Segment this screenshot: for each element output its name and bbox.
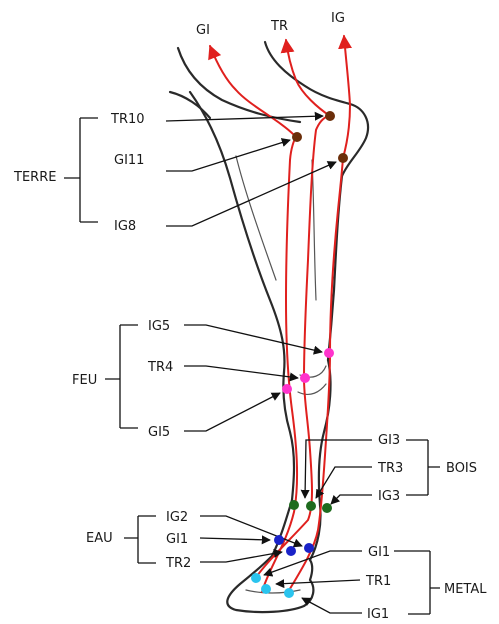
point-gi1-metal-label: GI1: [368, 545, 390, 560]
point-gi5-label: GI5: [148, 425, 170, 440]
point-gi1-metal-marker: [251, 573, 261, 583]
meridian-ig-label: IG: [331, 11, 345, 26]
point-gi5-marker: [282, 384, 292, 394]
group-eau: EAU IG2 GI1 TR2: [86, 510, 314, 571]
group-bois: GI3 TR3 IG3 BOIS: [289, 433, 477, 513]
point-tr3-label: TR3: [377, 461, 403, 476]
point-tr2-marker: [286, 546, 296, 556]
point-tr10-label: TR10: [110, 112, 145, 127]
group-terre: TERRE TR10 GI11 IG8: [13, 111, 348, 234]
point-gi1-eau-label: GI1: [166, 532, 188, 547]
point-gi3-marker: [289, 500, 299, 510]
point-ig5-marker: [324, 348, 334, 358]
group-metal-title: METAL: [444, 582, 487, 597]
limb-outline: [170, 42, 368, 612]
point-ig3-label: IG3: [378, 489, 400, 504]
meridian-gi-label: GI: [196, 23, 210, 38]
point-tr1-marker: [261, 584, 271, 594]
point-ig3-marker: [322, 503, 332, 513]
point-tr3-marker: [306, 501, 316, 511]
group-feu: FEU IG5 TR4 GI5: [72, 319, 334, 440]
group-eau-title: EAU: [86, 531, 113, 546]
point-ig2-label: IG2: [166, 510, 188, 525]
meridian-tr-label: TR: [270, 19, 288, 34]
meridian-gi-line: [210, 46, 297, 592]
point-tr2-label: TR2: [165, 556, 191, 571]
point-gi11-marker: [292, 132, 302, 142]
point-ig1-marker: [284, 588, 294, 598]
point-ig8-label: IG8: [114, 219, 136, 234]
group-terre-title: TERRE: [13, 170, 56, 185]
point-gi3-label: GI3: [378, 433, 400, 448]
point-ig1-label: IG1: [367, 607, 389, 622]
point-gi1-eau-marker: [274, 535, 284, 545]
point-ig8-marker: [338, 153, 348, 163]
point-ig2-marker: [304, 543, 314, 553]
point-tr4-marker: [300, 373, 310, 383]
group-bois-title: BOIS: [446, 461, 477, 476]
point-ig5-label: IG5: [148, 319, 170, 334]
point-tr4-label: TR4: [147, 360, 173, 375]
point-gi11-label: GI11: [114, 153, 144, 168]
point-tr10-marker: [325, 111, 335, 121]
point-tr1-label: TR1: [365, 574, 391, 589]
group-feu-title: FEU: [72, 373, 97, 388]
